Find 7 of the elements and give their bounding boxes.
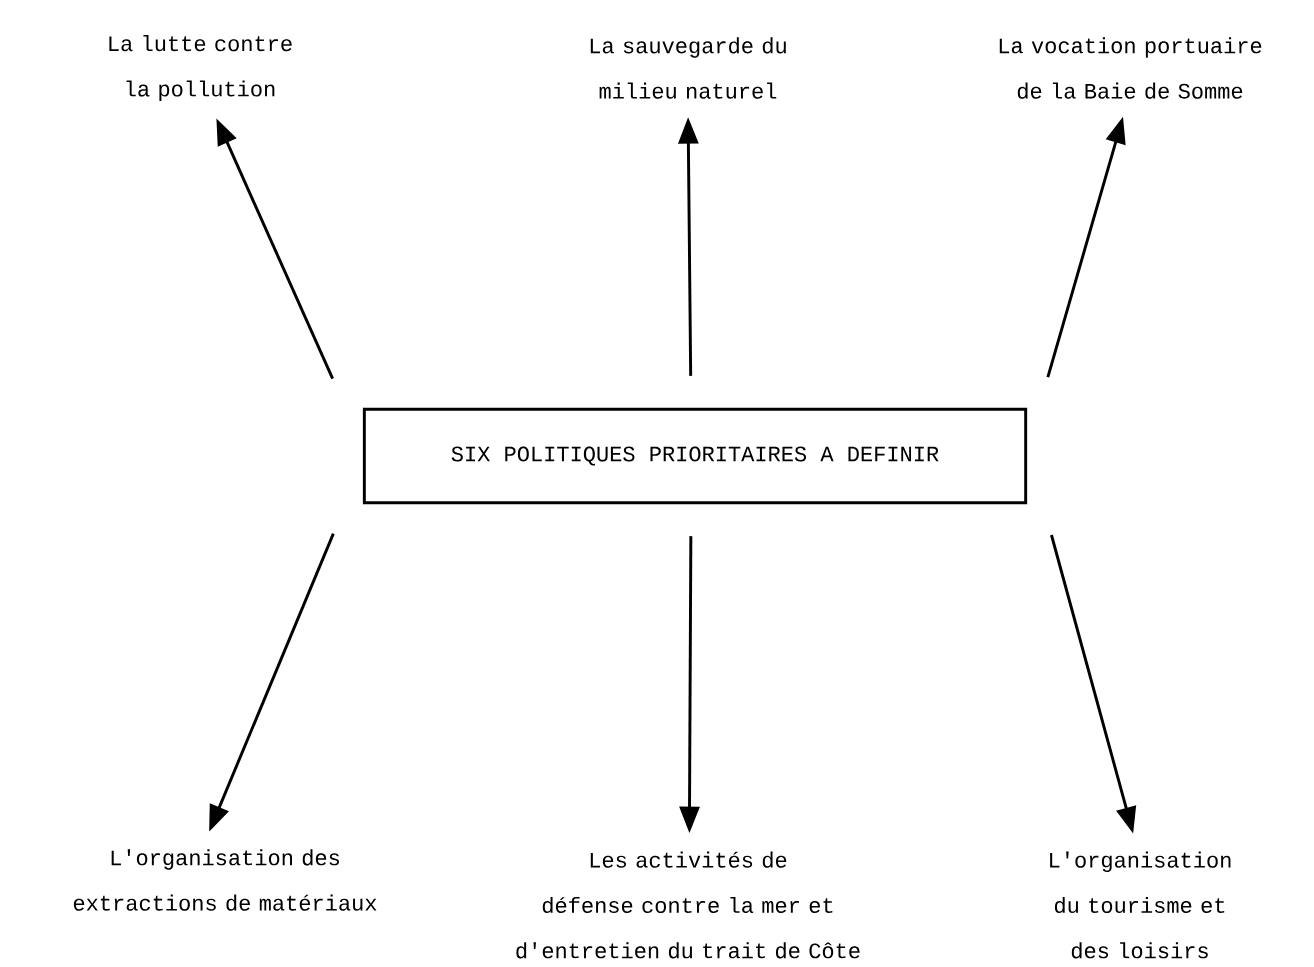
- policy-label: La lutte contre la pollution: [109, 35, 292, 101]
- policy-label: L'organisation des extractions de matériaux: [73, 849, 377, 911]
- policy-label: L'organisation du tourisme et des loisirs: [1050, 851, 1231, 959]
- policy-label: La vocation portuaire de la Baie de Somme: [999, 37, 1262, 99]
- title-box: SIX POLITIQUES PRIORITAIRES A DEFINIR: [362, 407, 1028, 505]
- policy-label: Les activités de défense contre la mer et d'entretien du trait de Côte: [516, 851, 860, 959]
- policy-label: La sauvegarde du milieu naturel: [590, 37, 786, 99]
